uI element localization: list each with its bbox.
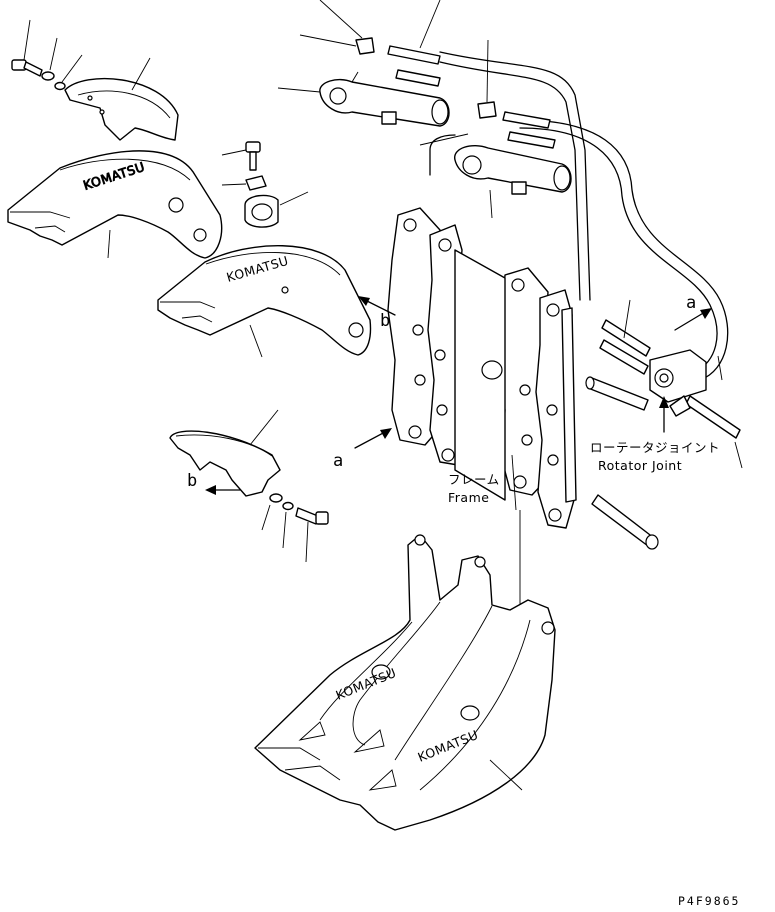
bolt-washer-set-top-left [11,19,83,91]
drawing-code: P4F9865 [678,894,740,908]
fork-lower-assembly: KOMATSU KOMATSU [254,534,556,831]
hose-fittings-top [299,0,556,149]
rotator-joint [599,299,743,469]
ref-label-b-lower: b [187,471,197,491]
ref-label-a-right: a [686,293,696,313]
rotator-joint-label-en: Rotator Joint [598,458,682,473]
frame-label-en: Frame [448,490,489,505]
ref-label-a-left: a [333,451,343,471]
frame-assembly [387,207,577,615]
ref-label-b-upper: b [380,311,390,331]
arm-upper-left: KOMATSU [7,150,223,259]
cylinder-lower [419,133,572,219]
rotator-joint-label-jp: ローテータジョイント [590,440,720,455]
arm-middle-left: KOMATSU [157,244,372,358]
frame-label-jp: フレーム [448,472,500,487]
bolt-nut-bushing [221,141,309,228]
pins [585,376,659,550]
hydraulic-hoses [429,51,729,381]
cylinder-upper [277,71,450,127]
reference-arrows [205,296,712,495]
cover-lower-left [169,409,329,563]
cover-upper-left [64,57,179,141]
